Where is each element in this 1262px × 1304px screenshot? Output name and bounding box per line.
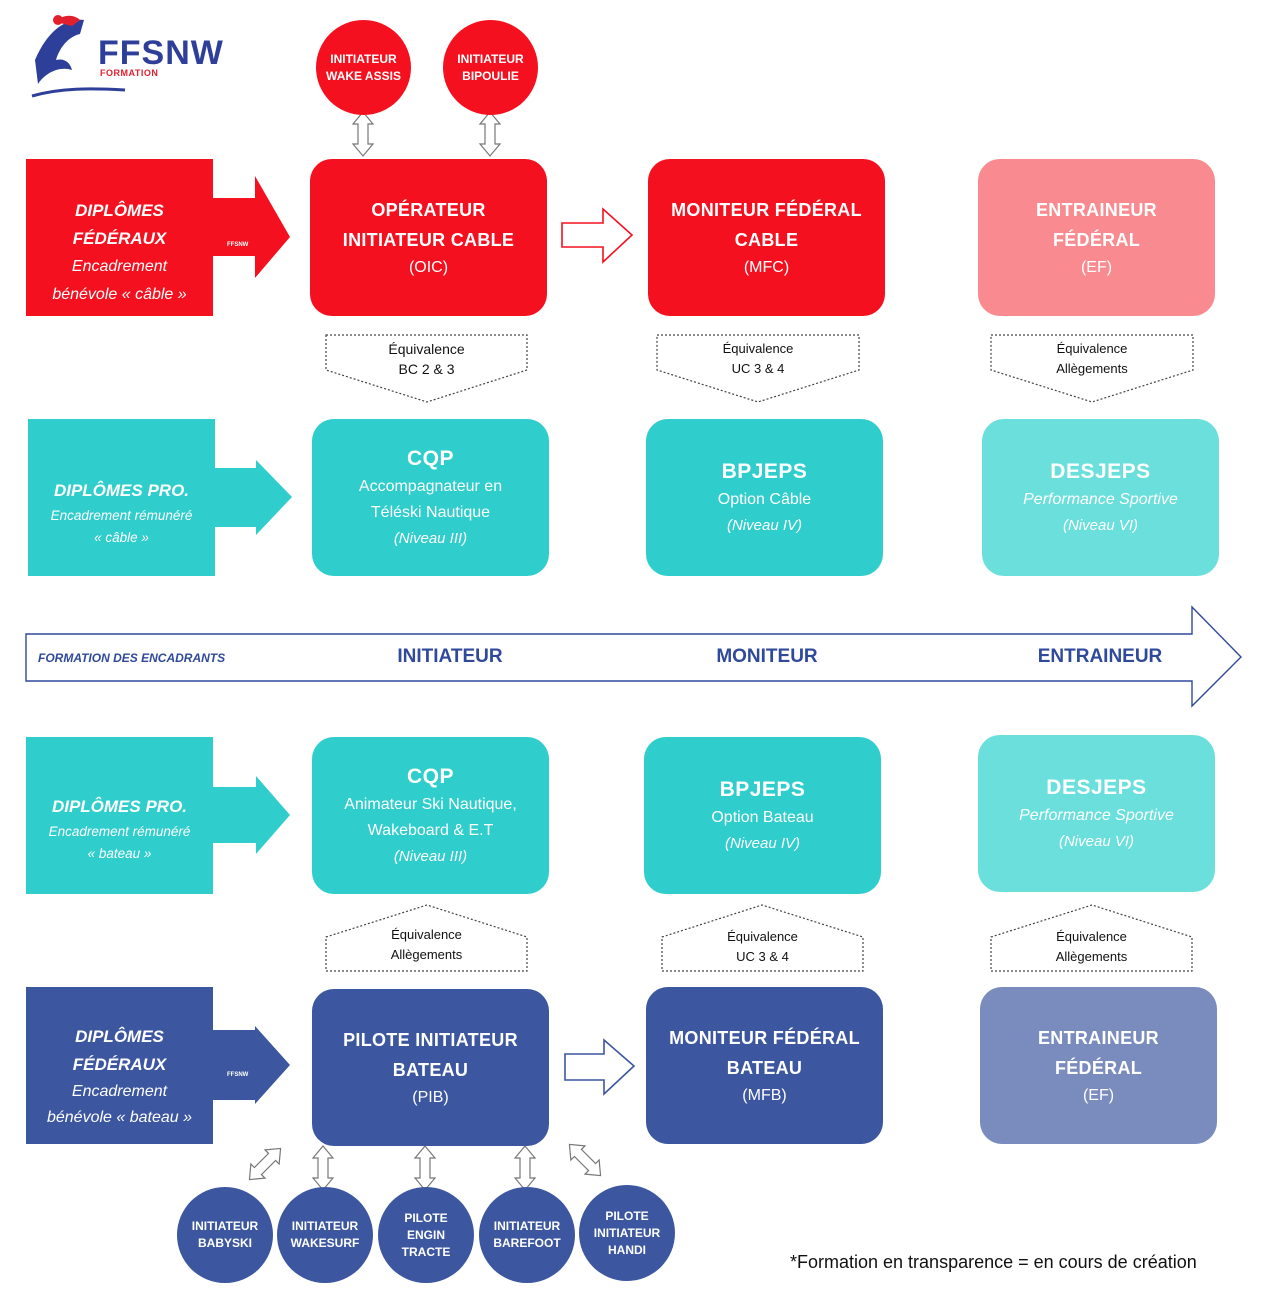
training-axis-arrow	[25, 605, 1242, 708]
double-arrow-icon	[352, 111, 374, 157]
double-arrow-icon	[414, 1145, 436, 1191]
card-cqp-cable: CQP Accompagnateur en Téléski Nautique (…	[312, 419, 549, 576]
logo-subtitle: FORMATION	[100, 68, 159, 78]
circle-initiateur-bipoulie: INITIATEUR BIPOULIE	[443, 20, 538, 115]
circle-pilote-engin-tracte: PILOTE ENGIN TRACTE	[378, 1187, 474, 1283]
label-arrow-red-icon	[213, 176, 290, 278]
label-diplomes-federaux-bateau: DIPLÔMES FÉDÉRAUX Encadrement bénévole «…	[26, 987, 213, 1144]
card-bpjeps-bateau: BPJEPS Option Bateau (Niveau IV)	[644, 737, 881, 894]
axis-level-initiateur: INITIATEUR	[397, 646, 503, 667]
label-diplomes-federaux-cable: DIPLÔMES FÉDÉRAUX Encadrement bénévole «…	[26, 159, 213, 316]
label-diplomes-pro-cable: DIPLÔMES PRO. Encadrement rémunéré « câb…	[28, 419, 215, 576]
card-desjeps-cable: DESJEPS Performance Sportive (Niveau VI)	[982, 419, 1219, 576]
equivalence-allegements-top: Équivalence Allègements	[1056, 341, 1128, 376]
circle-initiateur-wake-assis: INITIATEUR WAKE ASSIS	[316, 20, 411, 115]
ffsnw-logo-icon	[31, 15, 126, 98]
circle-initiateur-wakesurf: INITIATEUR WAKESURF	[277, 1187, 373, 1283]
card-oic: OPÉRATEUR INITIATEUR CABLE (OIC)	[310, 159, 547, 316]
double-arrow-icon	[561, 1136, 609, 1184]
card-bpjeps-cable: BPJEPS Option Câble (Niveau IV)	[646, 419, 883, 576]
double-arrow-icon	[479, 111, 501, 157]
card-cqp-bateau: CQP Animateur Ski Nautique, Wakeboard & …	[312, 737, 549, 894]
axis-title: FORMATION DES ENCADRANTS	[38, 651, 226, 665]
circle-pilote-initiateur-handi: PILOTE INITIATEUR HANDI	[579, 1185, 675, 1281]
equivalence-bc: Équivalence BC 2 & 3	[388, 341, 465, 377]
double-arrow-icon	[312, 1145, 334, 1191]
badge-ffsnw: FFSNW	[227, 1072, 249, 1078]
circle-initiateur-babyski: INITIATEUR BABYSKI	[177, 1187, 273, 1283]
double-arrow-icon	[241, 1140, 289, 1188]
axis-level-entraineur: ENTRAINEUR	[1037, 646, 1163, 667]
equivalence-arrow-down	[656, 334, 860, 403]
card-mfb: MONITEUR FÉDÉRAL BATEAU (MFB)	[646, 987, 883, 1144]
equivalence-arrow-up	[661, 904, 864, 972]
equivalence-uc-bottom: Équivalence UC 3 & 4	[727, 929, 798, 964]
card-ef-cable: ENTRAINEUR FÉDÉRAL (EF)	[978, 159, 1215, 316]
footnote: *Formation en transparence = en cours de…	[790, 1252, 1197, 1272]
axis-level-moniteur: MONITEUR	[716, 646, 818, 667]
equivalence-uc-top: Équivalence UC 3 & 4	[722, 341, 794, 376]
progress-arrow-navy-icon	[564, 1038, 636, 1096]
progress-arrow-red-icon	[561, 207, 634, 264]
label-arrow-teal-icon	[215, 460, 292, 535]
equivalence-arrow-up	[325, 904, 528, 972]
circle-initiateur-barefoot: INITIATEUR BAREFOOT	[479, 1187, 575, 1283]
logo-text: FFSNW	[98, 34, 224, 72]
label-arrow-navy-icon	[213, 1026, 290, 1104]
equivalence-allegements-bottom: Équivalence Allègements	[1055, 929, 1128, 964]
label-diplomes-pro-bateau: DIPLÔMES PRO. Encadrement rémunéré « bat…	[26, 737, 213, 894]
card-mfc: MONITEUR FÉDÉRAL CABLE (MFC)	[648, 159, 885, 316]
badge-ffsnw: FFSNW	[227, 242, 249, 248]
equivalence-arrow-down	[990, 334, 1194, 403]
equivalence-arrow-down	[325, 334, 528, 403]
equivalence-allegements-cqp: Équivalence Allègements	[390, 927, 463, 962]
label-arrow-teal-icon	[213, 776, 290, 854]
card-desjeps-bateau: DESJEPS Performance Sportive (Niveau VI)	[978, 735, 1215, 892]
card-ef-bateau: ENTRAINEUR FÉDÉRAL (EF)	[980, 987, 1217, 1144]
card-pib: PILOTE INITIATEUR BATEAU (PIB)	[312, 989, 549, 1146]
double-arrow-icon	[514, 1145, 536, 1191]
equivalence-arrow-up	[990, 904, 1193, 972]
